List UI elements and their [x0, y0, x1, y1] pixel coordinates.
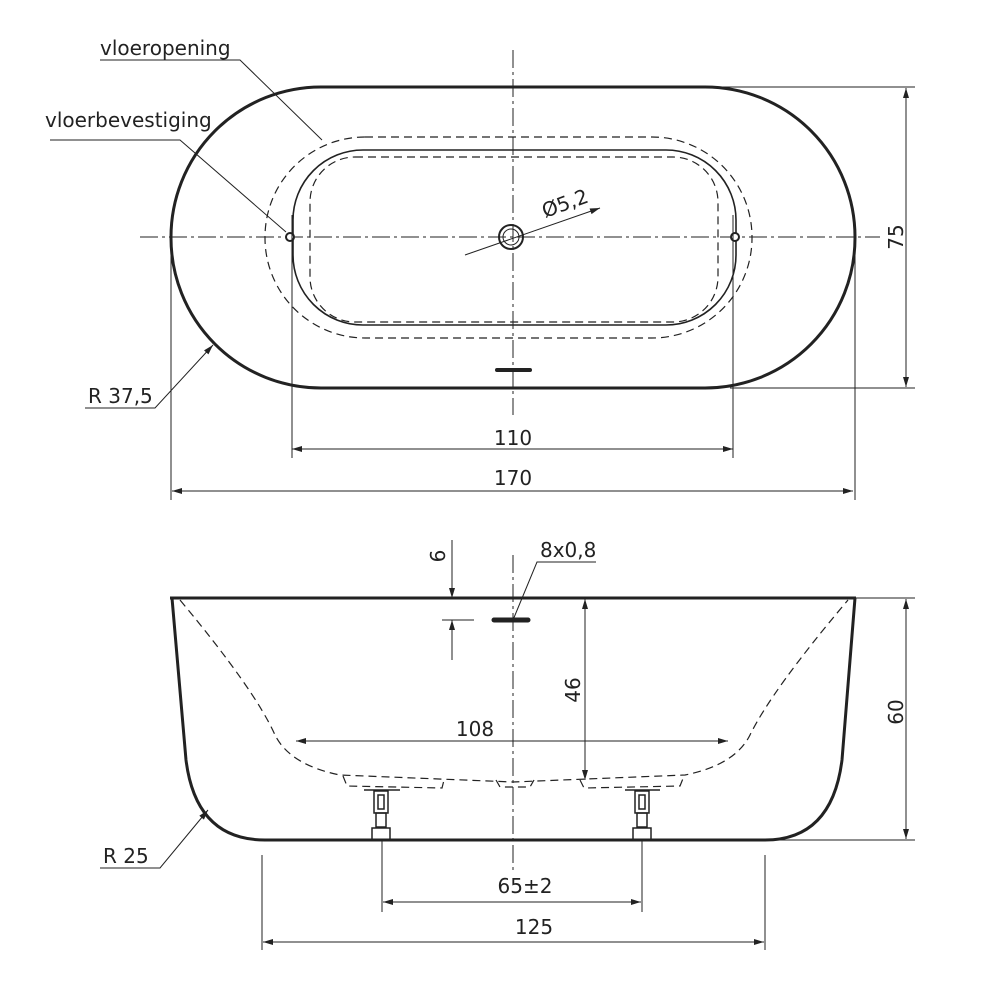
- drain-leader: [464, 207, 601, 256]
- drain-diameter-label: Ø5,2: [539, 184, 592, 223]
- side-view: 6 8x0,8 46 108 60 R 25 65±2 125: [100, 538, 915, 950]
- width-label: 75: [884, 224, 908, 249]
- inner-basin-side: [179, 599, 849, 783]
- top-view: vloeropening vloerbevestiging Ø5,2 R 37,…: [45, 36, 915, 500]
- floor-fixing-right: [730, 232, 740, 242]
- floor-opening-leader: [100, 59, 323, 141]
- overflow-size-label: 8x0,8: [540, 538, 596, 562]
- foot-left: [364, 789, 400, 841]
- drain-inner: [502, 228, 520, 246]
- radius-label-top: R 37,5: [88, 384, 153, 408]
- overflow-leader: [512, 561, 596, 621]
- floor-fixing-left: [285, 232, 295, 242]
- inner-length-label: 110: [494, 426, 532, 450]
- radius-leader-side: [100, 809, 209, 869]
- overflow-offset-label: 6: [426, 550, 450, 563]
- height-label: 60: [884, 699, 908, 724]
- floor-fixing-leader: [50, 139, 287, 233]
- basin-floor-outline: [309, 156, 719, 323]
- radius-leader-top: [85, 344, 214, 409]
- tub-outline-side: [170, 597, 857, 842]
- tub-outline-top: [169, 85, 857, 390]
- inner-bottom-length-label: 108: [456, 717, 494, 741]
- base-length-label: 125: [515, 915, 553, 939]
- drain-icon: [498, 224, 524, 250]
- foot-right: [625, 789, 660, 841]
- radius-label-side: R 25: [103, 844, 149, 868]
- floor-opening-label: vloeropening: [100, 36, 231, 60]
- floor-opening-outline: [264, 136, 753, 339]
- feet-spacing-label: 65±2: [498, 874, 553, 898]
- depth-label: 46: [561, 677, 585, 702]
- support-rails: [342, 775, 685, 789]
- floor-fixing-label: vloerbevestiging: [45, 108, 212, 132]
- overall-length-label: 170: [494, 466, 532, 490]
